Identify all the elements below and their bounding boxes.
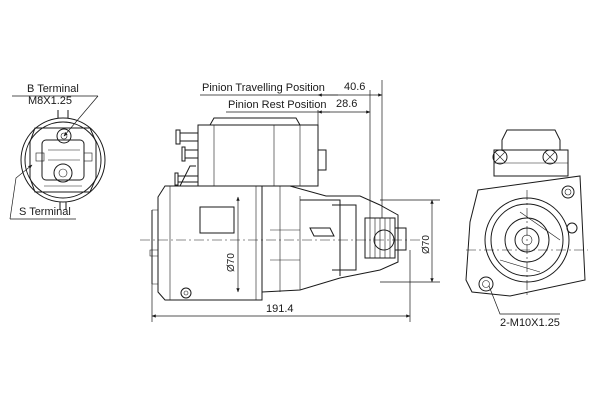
pinion-dimensions: Pinion Travelling Position 40.6 Pinion R… [200, 80, 383, 218]
bolt-label: 2-M10X1.25 [500, 317, 560, 329]
b-terminal-callout: B Terminal M8X1.25 [12, 83, 99, 136]
b-terminal-label: B Terminal [27, 83, 79, 95]
pinion-travel-value: 40.6 [344, 81, 365, 93]
nose-diameter-value: Ø70 [421, 235, 432, 254]
bolt-callout: 2-M10X1.25 [488, 285, 560, 329]
pinion-travel-label: Pinion Travelling Position [202, 82, 325, 94]
overall-length-value: 191.4 [266, 303, 294, 315]
pinion-rest-value: 28.6 [336, 98, 357, 110]
pinion-rest-label: Pinion Rest Position [228, 99, 326, 111]
body-diameter-dimension: Ø70 [226, 196, 240, 293]
b-terminal-thread-label: M8X1.25 [28, 95, 72, 107]
s-terminal-label: S Terminal [19, 206, 71, 218]
body-diameter-value: Ø70 [226, 253, 237, 272]
nose-diameter-dimension: Ø70 [380, 199, 440, 283]
drive-end-view [465, 129, 588, 297]
overall-length-dimension: 191.4 [151, 250, 411, 322]
terminal-end-view [20, 110, 106, 210]
s-terminal-callout: S Terminal [9, 165, 76, 220]
side-elevation-view [140, 117, 420, 301]
